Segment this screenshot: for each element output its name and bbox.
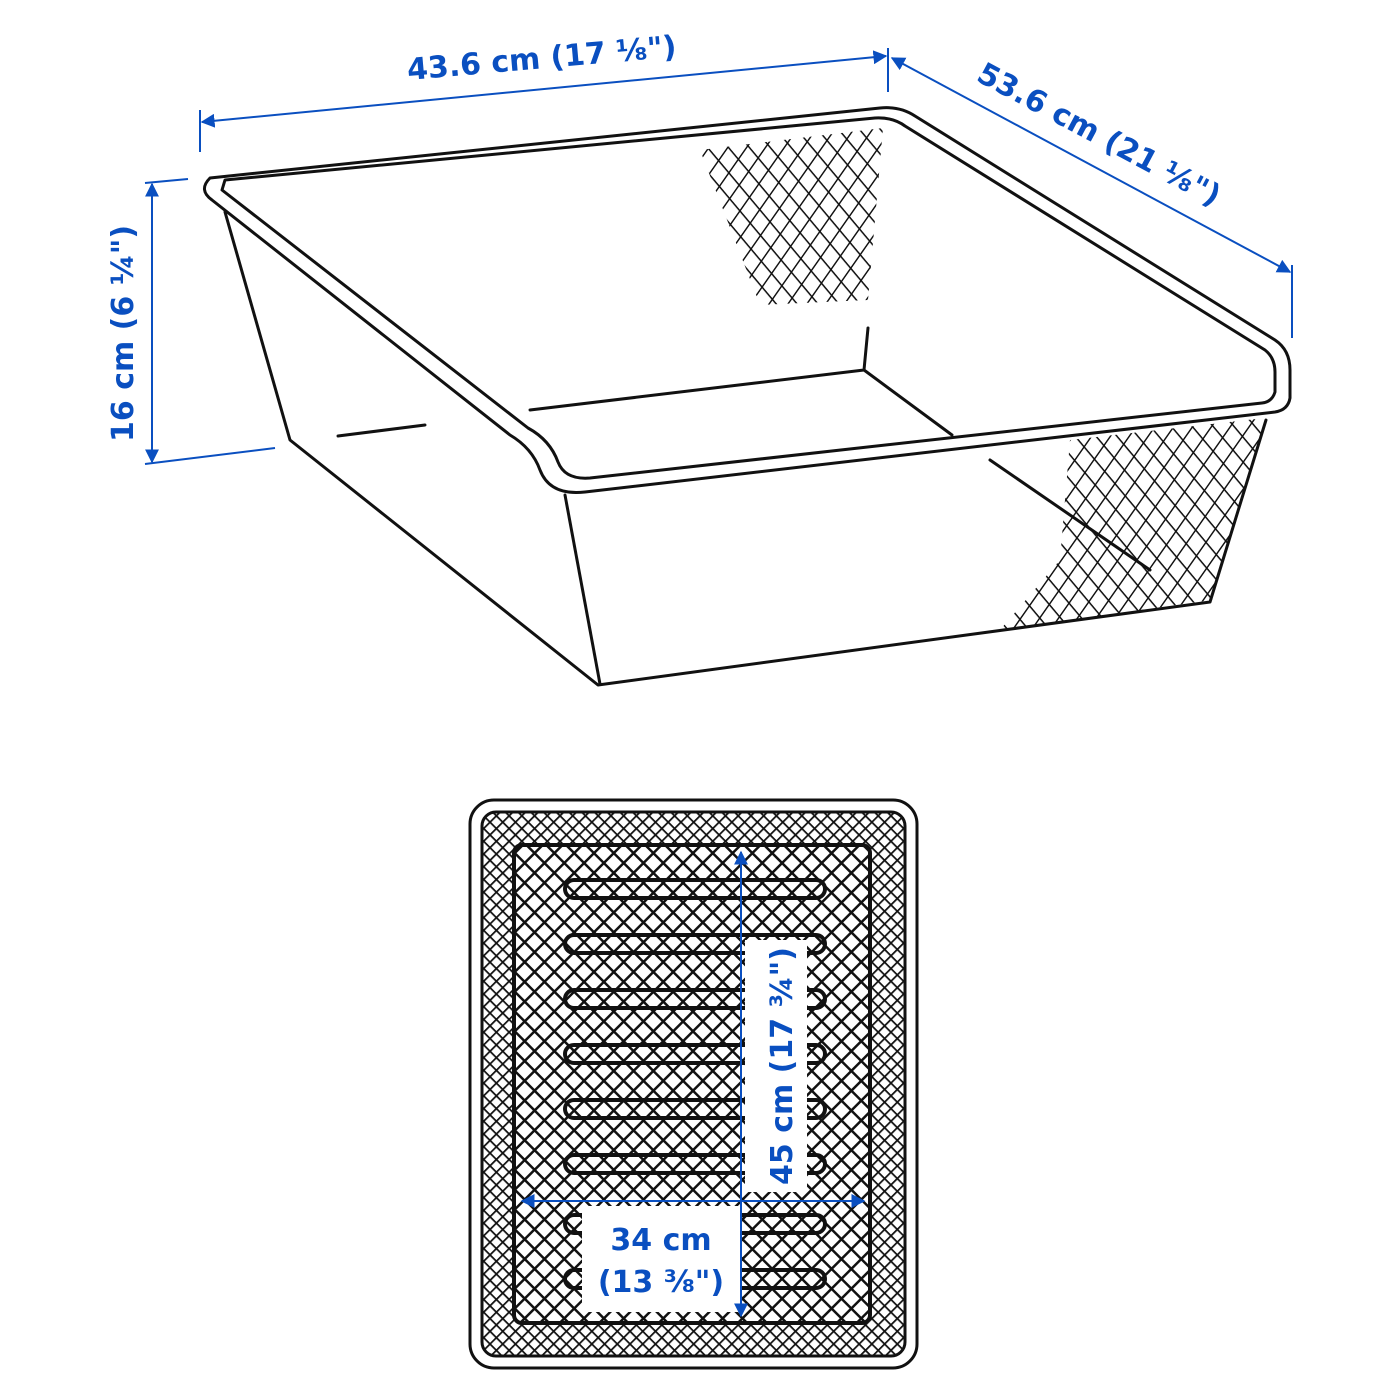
inner-width-label-cm: 34 cm (610, 1223, 711, 1258)
inner-length-label: 45 cm (17 ¾") (765, 947, 800, 1185)
inner-width-label-inch: (13 ⅜") (598, 1265, 724, 1300)
dimension-height: 16 cm (6 ¼") (106, 178, 276, 465)
height-label: 16 cm (6 ¼") (106, 225, 141, 442)
basket-perspective-drawing (203, 106, 1292, 687)
mesh-back-patch (700, 128, 883, 305)
dimension-depth: 53.6 cm (21 ⅛") (890, 56, 1293, 338)
mesh-front-patch (1000, 418, 1265, 630)
dimension-inner-width: 34 cm (13 ⅜") (520, 1194, 866, 1300)
dimension-width: 43.6 cm (17 ⅛") (199, 30, 889, 152)
dimension-inner-length: 45 cm (17 ¾") (734, 850, 800, 1318)
